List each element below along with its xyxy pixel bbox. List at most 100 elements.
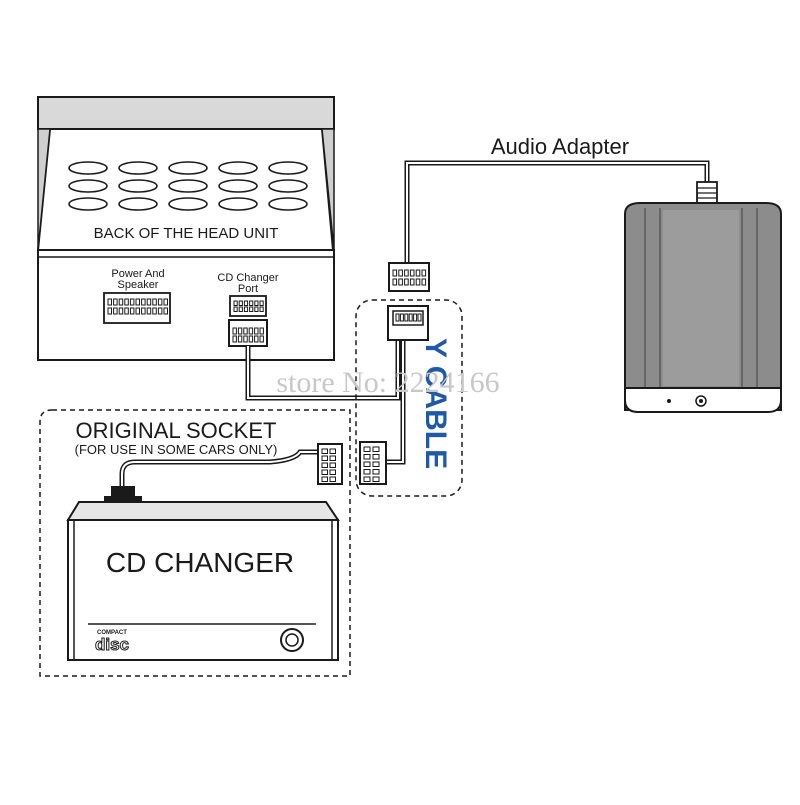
compact-disc-logo-large: disc [95, 635, 129, 654]
cd-changer-label: CD CHANGER [106, 547, 294, 578]
power-port-pins [107, 298, 168, 315]
head-unit-top-frame [37, 96, 335, 130]
connector-pin [417, 313, 422, 322]
vent-hole [68, 161, 108, 175]
connector-pin [254, 335, 259, 343]
connector-pin [157, 298, 163, 306]
vent-hole [68, 179, 108, 193]
connector-pin [141, 307, 146, 315]
connector-pin [363, 454, 371, 460]
connector-pin [107, 307, 112, 315]
connector-pin [237, 335, 243, 343]
connector-pin [249, 306, 254, 312]
connector-pin [413, 313, 418, 322]
connector-pin [409, 278, 415, 286]
connector-pin [146, 307, 152, 315]
compact-disc-logo-small: COMPACT [97, 630, 127, 636]
vent-hole [118, 179, 158, 193]
connector-pin [135, 298, 140, 306]
original-socket-pins [321, 448, 336, 482]
connector-pin [141, 298, 146, 306]
power-port-label-line2: Speaker [118, 279, 159, 291]
connector-pin [152, 298, 157, 306]
y-cable-dashed-outline [355, 299, 463, 497]
connector-pin [372, 476, 380, 482]
connector-pin [233, 300, 238, 306]
connector-pin [372, 469, 380, 475]
connector-pin [163, 298, 168, 306]
adapter-cable-connector [388, 262, 430, 292]
cd-port-label-line2: Port [238, 283, 258, 295]
original-socket-dashed-outline [39, 409, 351, 677]
connector-pin [363, 476, 371, 482]
vent-hole [168, 179, 208, 193]
connector-pin [243, 306, 249, 312]
y-cable: Y CABLE [355, 262, 463, 497]
connector-pin [415, 278, 421, 286]
cable-head-unit-inner [247, 340, 399, 399]
connector-pin [321, 476, 328, 482]
connector-pin [118, 307, 124, 315]
connector-pin [238, 300, 243, 306]
connector-pin [249, 300, 254, 306]
cable-y-branch-inner [384, 340, 404, 463]
head-unit-side-left [37, 128, 51, 251]
connector-pin [243, 300, 249, 306]
cd-changer-socket [111, 486, 135, 498]
cables [119, 160, 710, 488]
connector-pin [254, 300, 259, 306]
connector-pin [421, 269, 427, 277]
y-cable-label: Y CABLE [419, 338, 452, 469]
cable-original-socket-inner [121, 451, 318, 488]
connector-pin [233, 306, 238, 312]
connector-pin [135, 307, 140, 315]
connector-pin [408, 313, 413, 322]
connector-pin [113, 307, 118, 315]
vent-hole [268, 179, 308, 193]
vent-hole [268, 197, 308, 211]
connector-pin [392, 278, 398, 286]
head-unit-side-right [321, 128, 335, 251]
connector-pin [259, 300, 264, 306]
connector-pin [113, 298, 118, 306]
cd-changer-top-face [66, 501, 340, 521]
head-unit: BACK OF THE HEAD UNIT Power And Speaker … [36, 96, 335, 361]
vent-hole [218, 197, 258, 211]
connector-pin [398, 278, 403, 286]
connector-pin [243, 327, 248, 335]
connector-pin [415, 269, 421, 277]
connector-pin [372, 446, 380, 452]
connector-pin [232, 335, 237, 343]
original-socket-label: ORIGINAL SOCKET [76, 418, 277, 443]
connector-pin [254, 327, 259, 335]
connector-pin [254, 306, 259, 312]
vent-hole [218, 161, 258, 175]
vent-hole [168, 197, 208, 211]
connector-pin [329, 462, 336, 468]
connector-pin [421, 278, 427, 286]
cable-original-socket-outer [119, 449, 318, 488]
power-port-label-line1: Power And [111, 268, 164, 280]
y-cable-top-pins [395, 313, 422, 322]
head-unit-plug-pins [232, 327, 264, 343]
connector-pin [372, 454, 380, 460]
watermark-text: store No: 2224166 [276, 366, 499, 399]
adapter-led-icon [667, 399, 671, 403]
adapter-body-ridges [644, 208, 758, 388]
connector-pin [363, 469, 371, 475]
connector-pin [259, 327, 264, 335]
vent-hole [68, 197, 108, 211]
connector-pin [321, 462, 328, 468]
y-cable-side-pins [363, 446, 380, 482]
connector-pin [329, 455, 336, 461]
connector-pin [238, 306, 243, 312]
adapter-connector-pins [392, 269, 427, 286]
connector-pin [363, 446, 371, 452]
connector-pin [321, 469, 328, 475]
cable-adapter-inner [406, 162, 708, 263]
cd-changer-socket-base [104, 496, 142, 502]
connector-pin [259, 335, 264, 343]
connector-pin [107, 298, 112, 306]
